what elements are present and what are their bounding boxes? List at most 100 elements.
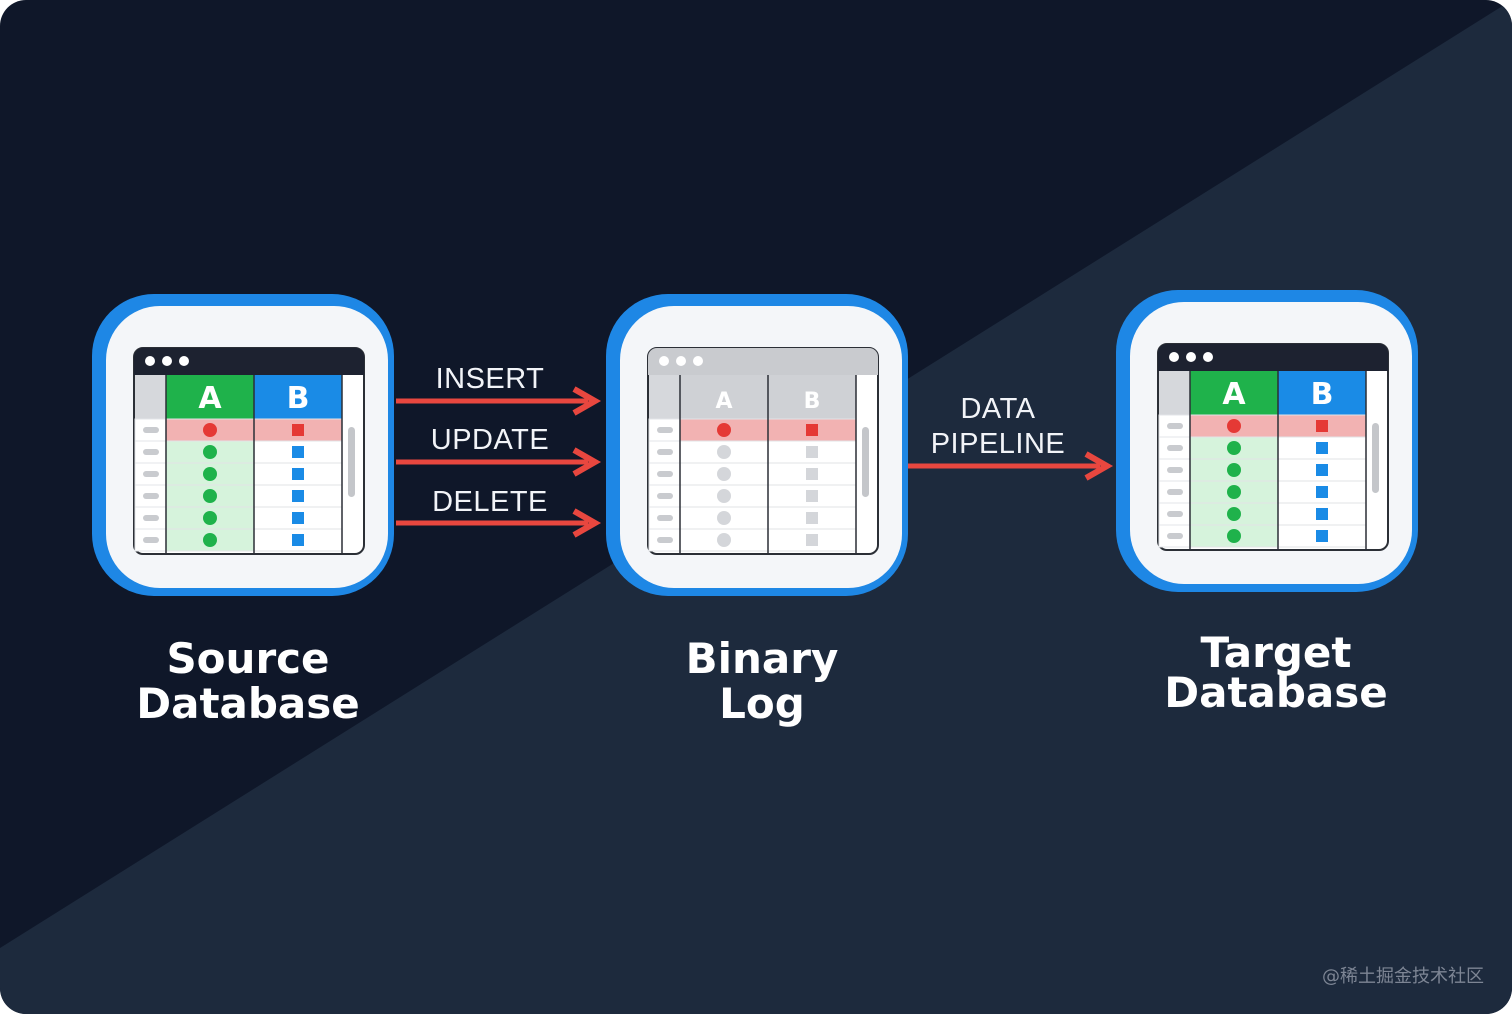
row-number-pill xyxy=(657,515,673,521)
cell-b-square-icon xyxy=(806,534,818,546)
row-number-pill xyxy=(143,537,159,543)
edge-label-delete: DELETE xyxy=(432,486,548,518)
cell-a-dot-icon xyxy=(1227,507,1241,521)
cell-b-square-icon xyxy=(292,490,304,502)
cell-b-square-icon xyxy=(806,490,818,502)
cell-a-dot-icon xyxy=(717,423,731,437)
row-number-pill xyxy=(143,471,159,477)
column-a-label: A xyxy=(198,381,222,416)
cell-b-square-icon xyxy=(806,424,818,436)
row-number-header xyxy=(135,375,167,419)
edge-update xyxy=(396,447,602,477)
row-number-pill xyxy=(657,471,673,477)
edge-label-data-pipeline: DATA PIPELINE xyxy=(930,393,1066,461)
cell-b-square-icon xyxy=(292,534,304,546)
row-number-pill xyxy=(143,449,159,455)
row-number-pill xyxy=(657,449,673,455)
row-number-header xyxy=(649,375,681,419)
cell-a-dot-icon xyxy=(203,445,217,459)
scrollbar xyxy=(1372,423,1379,493)
row-number-pill xyxy=(1167,445,1183,451)
scrollbar xyxy=(862,427,869,497)
column-a-header xyxy=(680,375,768,419)
edge-label-update: UPDATE xyxy=(430,424,550,456)
row-number-pill xyxy=(1167,489,1183,495)
row-number-pill xyxy=(143,427,159,433)
cell-a-dot-icon xyxy=(1227,463,1241,477)
window-titlebar xyxy=(648,348,878,375)
window-dot-icon xyxy=(1186,352,1196,362)
cell-b-square-icon xyxy=(292,446,304,458)
cell-b-square-icon xyxy=(1316,442,1328,454)
row-number-pill xyxy=(1167,467,1183,473)
column-a-label: A xyxy=(1222,377,1246,412)
watermark: @稀土掘金技术社区 xyxy=(1322,966,1484,987)
column-b-header xyxy=(1278,371,1366,415)
cell-b-square-icon xyxy=(806,446,818,458)
window-dot-icon xyxy=(145,356,155,366)
row-number-pill xyxy=(1167,533,1183,539)
cell-a-dot-icon xyxy=(717,489,731,503)
node-label-source-database: Source Database xyxy=(136,634,360,729)
window-dot-icon xyxy=(1203,352,1213,362)
cell-a-dot-icon xyxy=(1227,485,1241,499)
row-number-header xyxy=(1159,371,1191,415)
column-a-header xyxy=(1190,371,1278,415)
cell-a-dot-icon xyxy=(203,511,217,525)
window-dot-icon xyxy=(162,356,172,366)
cell-b-square-icon xyxy=(1316,464,1328,476)
cell-a-dot-icon xyxy=(717,445,731,459)
row-number-pill xyxy=(1167,511,1183,517)
cell-a-dot-icon xyxy=(203,423,217,437)
cell-a-dot-icon xyxy=(717,533,731,547)
column-a-header xyxy=(166,375,254,419)
cell-b-square-icon xyxy=(1316,508,1328,520)
cell-b-square-icon xyxy=(1316,420,1328,432)
column-b-header xyxy=(254,375,342,419)
column-b-label: B xyxy=(804,389,821,414)
column-a-label: A xyxy=(715,389,732,414)
node-label-binary-log: Binary Log xyxy=(685,634,839,729)
edge-delete xyxy=(396,508,602,538)
window-dot-icon xyxy=(1169,352,1179,362)
scrollbar xyxy=(348,427,355,497)
cell-b-square-icon xyxy=(1316,530,1328,542)
row-number-pill xyxy=(1167,423,1183,429)
cell-a-dot-icon xyxy=(717,467,731,481)
edge-insert xyxy=(396,386,602,416)
window-dot-icon xyxy=(659,356,669,366)
row-number-pill xyxy=(657,537,673,543)
row-number-pill xyxy=(657,493,673,499)
cell-a-dot-icon xyxy=(1227,441,1241,455)
cell-b-square-icon xyxy=(292,512,304,524)
cell-b-square-icon xyxy=(806,512,818,524)
cell-a-dot-icon xyxy=(717,511,731,525)
cell-a-dot-icon xyxy=(203,467,217,481)
column-b-label: B xyxy=(1311,377,1334,412)
window-dot-icon xyxy=(676,356,686,366)
window-titlebar xyxy=(1158,344,1388,371)
cell-a-dot-icon xyxy=(203,533,217,547)
window-titlebar xyxy=(134,348,364,375)
window-dot-icon xyxy=(179,356,189,366)
row-number-pill xyxy=(143,515,159,521)
cell-b-square-icon xyxy=(292,468,304,480)
column-b-label: B xyxy=(287,381,310,416)
window-dot-icon xyxy=(693,356,703,366)
edge-data-pipeline xyxy=(908,451,1114,481)
column-b-header xyxy=(768,375,856,419)
cell-b-square-icon xyxy=(1316,486,1328,498)
row-number-pill xyxy=(657,427,673,433)
row-number-pill xyxy=(143,493,159,499)
cell-b-square-icon xyxy=(806,468,818,480)
cell-a-dot-icon xyxy=(203,489,217,503)
cell-a-dot-icon xyxy=(1227,529,1241,543)
edge-label-insert: INSERT xyxy=(435,363,545,395)
cell-a-dot-icon xyxy=(1227,419,1241,433)
node-label-target-database: Target Database xyxy=(1164,628,1388,718)
cell-b-square-icon xyxy=(292,424,304,436)
